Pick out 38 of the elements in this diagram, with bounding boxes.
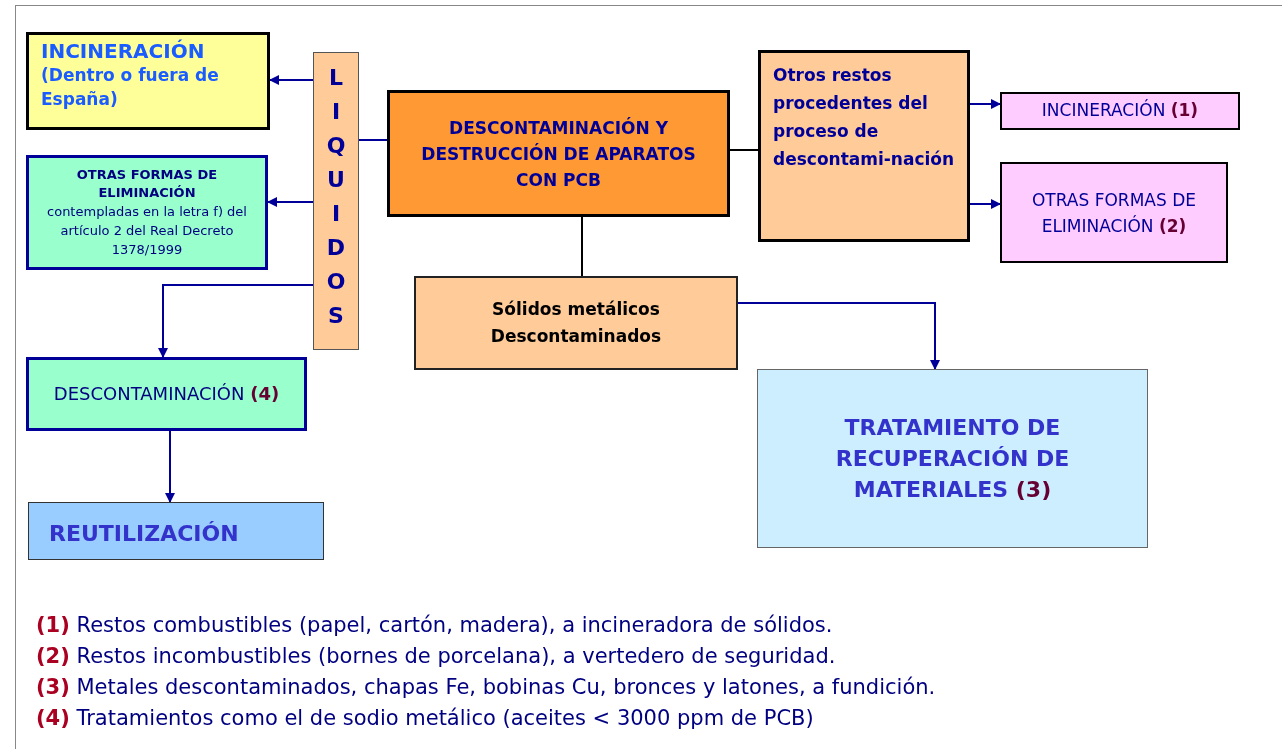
connector-line	[729, 149, 759, 151]
footnote: (4) Tratamientos como el de sodio metálico (aceites < 3000 ppm de PCB)	[36, 705, 815, 732]
connector-line	[581, 216, 583, 277]
arrow	[969, 199, 1001, 209]
arrow	[969, 99, 1001, 109]
box-heading: DESCONTAMINACIÓN Y DESTRUCCIÓN DE APARATOS CON PCB	[420, 116, 697, 192]
arrow	[267, 197, 314, 207]
arrow	[158, 284, 314, 358]
box-heading: LIQUIDOS	[325, 64, 347, 330]
connector-line	[358, 139, 388, 141]
arrow	[269, 75, 314, 85]
box-heading: Otros restos procedentes del proceso de descontami-nación	[773, 64, 955, 171]
box-heading: INCINERACIÓN	[41, 39, 206, 63]
box-text: (Dentro o fuera de España)	[41, 64, 220, 111]
footnote: (1) Restos combustibles (papel, cartón, madera), a incineradora de sólidos.	[36, 612, 834, 639]
box-text: contempladas en la letra f) del artículo 2 del Real Decreto 1378/1999	[46, 203, 248, 259]
process-box	[758, 50, 970, 242]
footnote: (3) Metales descontaminados, chapas Fe, bobinas Cu, bronces y latones, a fundición.	[36, 674, 936, 701]
process-box	[26, 357, 307, 431]
arrow	[165, 430, 175, 503]
box-heading: OTRAS FORMAS DE ELIMINACIÓN	[75, 166, 219, 202]
process-box	[26, 32, 270, 130]
process-box	[757, 369, 1148, 548]
box-heading: REUTILIZACIÓN	[49, 519, 239, 548]
process-box	[28, 502, 324, 560]
process-box	[1000, 92, 1240, 130]
process-box	[387, 90, 730, 217]
box-heading: OTRAS FORMAS DE ELIMINACIÓN (2)	[1031, 188, 1197, 238]
process-box	[414, 276, 738, 370]
vertical-band	[313, 52, 359, 350]
box-heading: DESCONTAMINACIÓN (4)	[53, 382, 280, 406]
footnote: (2) Restos incombustibles (bornes de porcelana), a vertedero de seguridad.	[36, 643, 837, 670]
arrow	[737, 302, 940, 370]
process-box	[1000, 162, 1228, 263]
process-box	[26, 155, 268, 270]
box-heading: TRATAMIENTO DE RECUPERACIÓN DE MATERIALES (3)	[834, 414, 1071, 504]
box-heading: INCINERACIÓN (1)	[1041, 98, 1199, 123]
box-heading: Sólidos metálicos Descontaminados	[489, 298, 663, 348]
